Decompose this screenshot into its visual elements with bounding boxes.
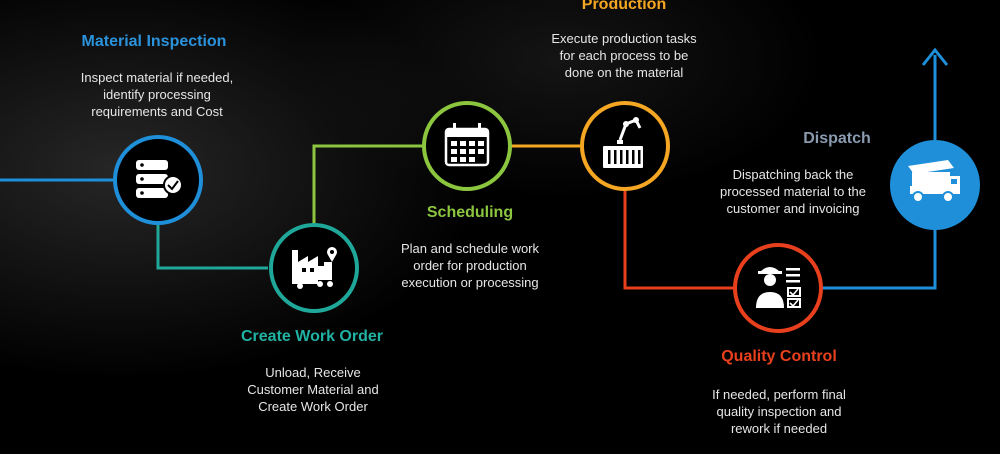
connector-production-to-quality bbox=[623, 190, 735, 290]
node-material-inspection bbox=[113, 135, 203, 225]
connector-inspection-to-workorder bbox=[156, 221, 268, 270]
step-title-production: Production bbox=[581, 0, 667, 13]
step-title-material-inspection: Material Inspection bbox=[81, 33, 227, 50]
step-desc-material-inspection: Inspect material if needed, identify pro… bbox=[80, 70, 234, 119]
step-title-quality-control: Quality Control bbox=[721, 348, 837, 365]
node-dispatch bbox=[890, 140, 980, 230]
dump-truck-icon bbox=[908, 160, 960, 203]
inspector-checklist-icon bbox=[756, 267, 801, 308]
step-desc-scheduling: Plan and schedule work order for product… bbox=[400, 241, 540, 290]
node-quality-control bbox=[733, 243, 823, 333]
server-check-icon bbox=[136, 160, 183, 198]
node-production bbox=[580, 101, 670, 191]
robot-arm-container-icon bbox=[603, 117, 643, 168]
calendar-icon bbox=[444, 123, 490, 167]
step-desc-create-work-order: Unload, Receive Customer Material and Cr… bbox=[247, 365, 379, 414]
connector-quality-to-dispatch bbox=[822, 230, 937, 290]
arrow-up-icon bbox=[921, 47, 949, 66]
connector-workorder-to-scheduling bbox=[312, 144, 423, 224]
step-desc-production: Execute production tasks for each proces… bbox=[551, 31, 697, 80]
step-desc-quality-control: If needed, perform final quality inspect… bbox=[712, 387, 846, 436]
factory-truck-icon bbox=[292, 247, 337, 289]
step-title-create-work-order: Create Work Order bbox=[241, 328, 383, 345]
step-title-dispatch: Dispatch bbox=[803, 130, 871, 147]
step-desc-dispatch: Dispatching back the processed material … bbox=[720, 167, 866, 216]
step-title-scheduling: Scheduling bbox=[426, 204, 514, 221]
node-create-work-order bbox=[269, 223, 359, 313]
node-scheduling bbox=[422, 101, 512, 191]
